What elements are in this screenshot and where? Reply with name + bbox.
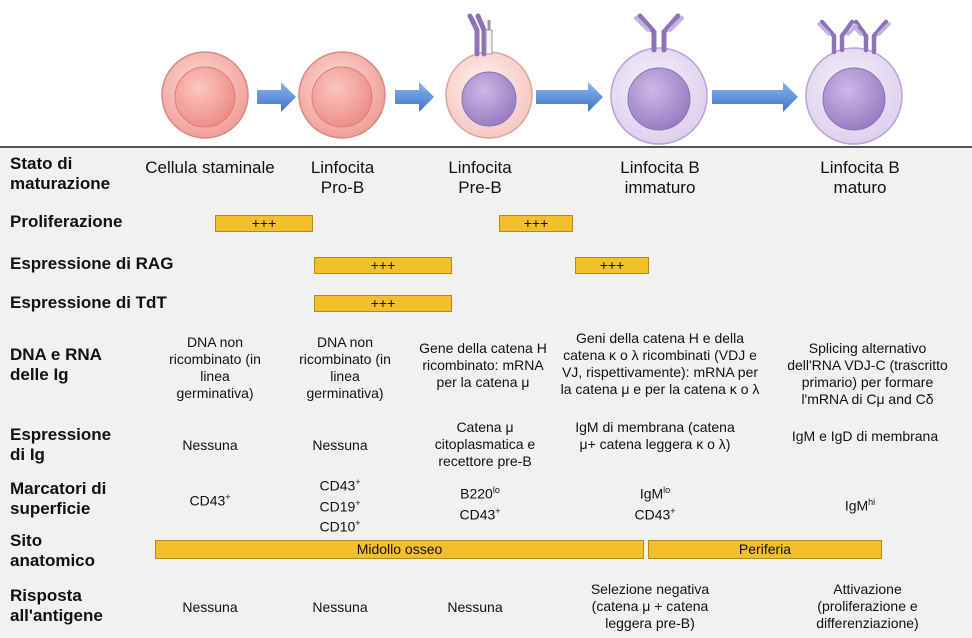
dna-pre-b: Gene della catena H ricombinato: mRNA pe… [419, 340, 547, 390]
row-label-markers: Marcatori di superficie [10, 479, 107, 518]
dna-stem-cell: DNA non ricombinato (in linea germinativ… [169, 334, 261, 401]
arrow-icon [395, 82, 434, 112]
pre-b-cell-icon [445, 13, 533, 139]
stage-pre-b: Linfocita Pre-B [448, 158, 512, 197]
periphery-bar: Periferia [648, 540, 882, 559]
ig-stem-cell: Nessuna [182, 437, 238, 453]
arrow-icon [257, 82, 296, 112]
cell-development-illustration [161, 13, 903, 145]
row-label-stage: Stato di maturazione [10, 154, 111, 193]
proliferation-bar: +++ [215, 215, 313, 232]
mature-b-cell-icon [805, 19, 903, 145]
row-label-proliferation: Proliferazione [10, 212, 123, 231]
rag-bar: +++ [575, 257, 649, 274]
markers-immature-b: IgMlo CD43+ [634, 485, 676, 523]
row-label-dna: DNA e RNA delle Ig [10, 345, 102, 384]
dna-pro-b: DNA non ricombinato (in linea germinativ… [299, 334, 391, 401]
rag-bar: +++ [314, 257, 452, 274]
dna-mature-b: Splicing alternativo dell'RNA VDJ-C (tra… [787, 340, 948, 407]
row-label-ig: Espressione di Ig [10, 425, 112, 464]
bone-marrow-bar: Midollo osseo [155, 540, 644, 559]
stage-mature-b: Linfocita B maturo [820, 158, 900, 197]
ig-pre-b: Catena μ citoplasmatica e recettore pre-… [434, 419, 536, 469]
stem-cell-icon [161, 51, 249, 139]
stage-stem-cell: Cellula staminale [145, 158, 275, 177]
markers-stem-cell: CD43+ [189, 492, 231, 509]
response-pro-b: Nessuna [312, 599, 368, 615]
ig-mature-b: IgM e IgD di membrana [791, 428, 939, 444]
response-stem-cell: Nessuna [182, 599, 238, 615]
maturation-table: Stato di maturazione Proliferazione Espr… [0, 146, 972, 638]
arrow-icon [712, 82, 798, 112]
ig-immature-b: IgM di membrana (catena μ+ catena legger… [575, 419, 735, 452]
markers-pre-b: B220lo CD43+ [459, 485, 501, 523]
stage-pro-b: Linfocita Pro-B [310, 158, 375, 197]
markers-pro-b: CD43+ CD19+ CD10+ [319, 477, 361, 535]
response-pre-b: Nessuna [447, 599, 503, 615]
row-label-site: Sito anatomico [10, 531, 96, 570]
response-immature-b: Selezione negativa (catena μ + catena le… [590, 581, 710, 631]
row-label-response: Risposta all'antigene [10, 586, 103, 625]
dna-immature-b: Geni della catena H e della catena κ o λ… [560, 330, 760, 397]
tdt-bar: +++ [314, 295, 452, 312]
markers-mature-b: IgMhi [844, 497, 876, 514]
response-mature-b: Attivazione (proliferazione e differenzi… [816, 581, 919, 631]
immature-b-cell-icon [610, 13, 708, 145]
pro-b-cell-icon [298, 51, 386, 139]
stage-immature-b: Linfocita B immaturo [620, 158, 700, 197]
ig-pro-b: Nessuna [312, 437, 368, 453]
row-label-rag: Espressione di RAG [10, 254, 174, 273]
row-label-tdt: Espressione di TdT [10, 293, 167, 312]
arrow-icon [536, 82, 603, 112]
proliferation-bar: +++ [499, 215, 573, 232]
